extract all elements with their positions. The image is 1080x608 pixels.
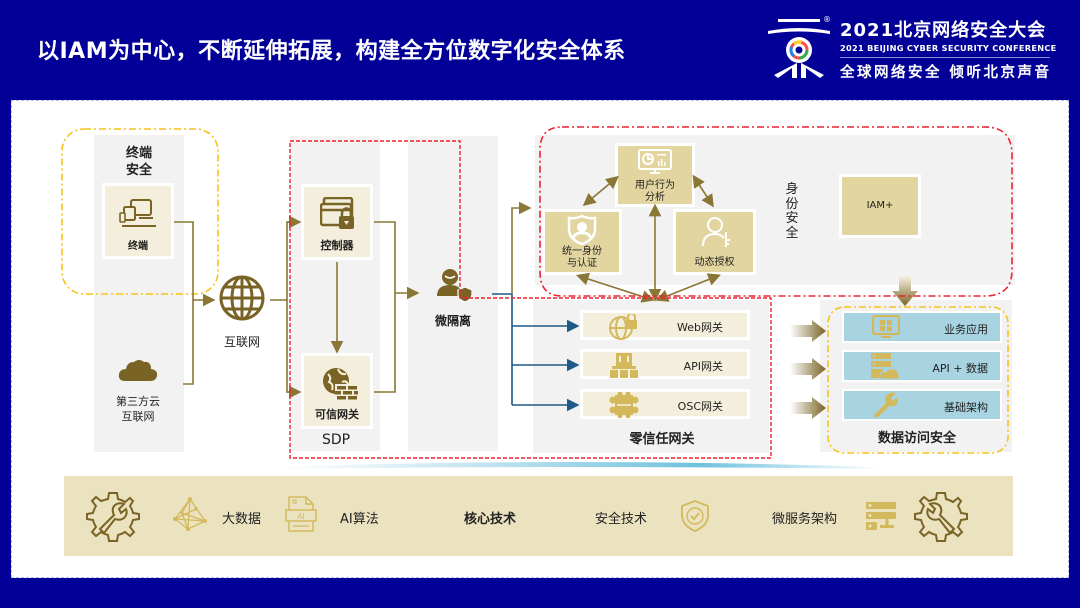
- endpoint-security-title-line1: 终端: [125, 146, 152, 161]
- trusted-gateway-tile[interactable]: 可信网关: [301, 353, 373, 429]
- micro-segmentation-label: 微隔离: [434, 314, 471, 328]
- controller-lock-icon: [320, 197, 354, 229]
- logo-slogan: 全球网络安全 倾听北京声音: [840, 65, 1052, 81]
- fat-arrow-down: [892, 276, 918, 306]
- fat-arrow-3: [790, 397, 826, 419]
- fat-arrow-2: [790, 358, 826, 380]
- third-party-line2: 互联网: [121, 410, 155, 423]
- unified-identity-label: 统一身份 与认证: [545, 246, 619, 270]
- business-app-label: 业务应用: [944, 323, 988, 336]
- core-tech-bar: 大数据 AI AI算法 核心技术 安全技术 微服务架构: [64, 476, 1013, 556]
- network-mesh-icon: [173, 497, 207, 531]
- uba-line2: 分析: [645, 192, 665, 203]
- api-blocks-icon: [610, 353, 638, 378]
- infrastructure-row[interactable]: 基础架构: [842, 389, 1002, 421]
- conference-logo: ® 2021北京网络安全大会 2021 BEIJING CYBER SECURI…: [766, 14, 1066, 84]
- gear-wrench-icon: [86, 492, 140, 542]
- third-party-cloud-label: 第三方云 互联网: [108, 394, 168, 424]
- uba-line1: 用户行为: [635, 180, 675, 191]
- globe-firewall-icon: [323, 368, 358, 400]
- uba-label: 用户行为 分析: [618, 180, 692, 204]
- security-tech-label: 安全技术: [595, 512, 648, 527]
- dynamic-authorization-label: 动态授权: [694, 257, 735, 268]
- infrastructure-label: 基础架构: [944, 401, 988, 414]
- osc-gateway-row[interactable]: OSC网关: [580, 389, 750, 419]
- api-gateway-label: API网关: [683, 360, 723, 373]
- terminal-label: 终端: [128, 241, 148, 252]
- puzzle-icon: [609, 392, 639, 418]
- api-gateway-row[interactable]: API网关: [580, 349, 750, 379]
- identity-security-label: 身份安全: [785, 182, 799, 241]
- unified-identity-tile[interactable]: 统一身份 与认证: [542, 209, 622, 275]
- analytics-monitor-icon: [638, 149, 672, 174]
- endpoint-security-title-line2: 安全: [125, 163, 152, 178]
- terminal-tile[interactable]: 终端: [102, 183, 174, 259]
- api-data-label: API + 数据: [932, 362, 988, 375]
- devices-icon: [119, 199, 156, 227]
- endpoint-security-title: 终端 安全: [115, 145, 163, 179]
- logo-divider: [840, 57, 1050, 58]
- data-access-security-label: 数据访问安全: [877, 431, 956, 446]
- dynamic-authorization-tile[interactable]: 动态授权: [673, 209, 756, 275]
- app-monitor-icon: [872, 315, 900, 338]
- cloud-icon: [118, 360, 158, 381]
- unified-line1: 统一身份: [562, 246, 602, 257]
- svg-text:AI: AI: [297, 512, 305, 521]
- web-gateway-row[interactable]: Web网关: [580, 310, 750, 340]
- fat-arrow-1: [790, 320, 826, 342]
- page-title: 以IAM为中心，不断延伸拓展，构建全方位数字化安全体系: [37, 39, 626, 64]
- iam-plus-label: IAM+: [866, 200, 894, 211]
- user-shield-icon: [437, 269, 472, 302]
- microservice-list-icon: [866, 502, 896, 530]
- third-party-line1: 第三方云: [116, 395, 160, 408]
- logo-name-cn: 2021北京网络安全大会: [840, 20, 1047, 41]
- globe-icon: [219, 275, 265, 321]
- big-data-label: 大数据: [222, 512, 262, 527]
- microservice-label: 微服务架构: [772, 512, 838, 527]
- sdp-label: SDP: [321, 432, 351, 448]
- wrench-icon: [874, 392, 898, 418]
- web-gateway-label: Web网关: [677, 321, 723, 334]
- unified-line2: 与认证: [567, 258, 597, 269]
- shield-user-icon: [567, 214, 597, 246]
- shield-check-icon: [681, 500, 709, 532]
- trusted-gateway-label: 可信网关: [315, 408, 359, 421]
- user-behavior-analysis-tile[interactable]: 用户行为 分析: [615, 143, 695, 207]
- ai-algorithm-label: AI算法: [340, 512, 379, 527]
- zero-trust-gateway-label: 零信任网关: [629, 432, 695, 447]
- gear-wrench-icon-right: [914, 492, 968, 542]
- core-tech-label: 核心技术: [464, 512, 517, 527]
- server-cloud-icon: [871, 353, 900, 380]
- beijing-eye-logo-icon: [768, 19, 830, 78]
- logo-name-en: 2021 BEIJING CYBER SECURITY CONFERENCE: [840, 43, 1057, 53]
- osc-gateway-label: OSC网关: [677, 400, 723, 413]
- internet-label: 互联网: [223, 335, 260, 349]
- user-key-icon: [702, 217, 730, 247]
- business-app-row[interactable]: 业务应用: [842, 311, 1002, 343]
- controller-label: 控制器: [320, 239, 354, 252]
- registered-mark: ®: [823, 15, 831, 24]
- iam-plus-tile[interactable]: IAM+: [839, 174, 921, 238]
- ai-document-icon: AI: [285, 496, 317, 532]
- controller-tile[interactable]: 控制器: [301, 184, 373, 260]
- globe-lock-icon: [609, 314, 637, 340]
- api-data-row[interactable]: API + 数据: [842, 350, 1002, 382]
